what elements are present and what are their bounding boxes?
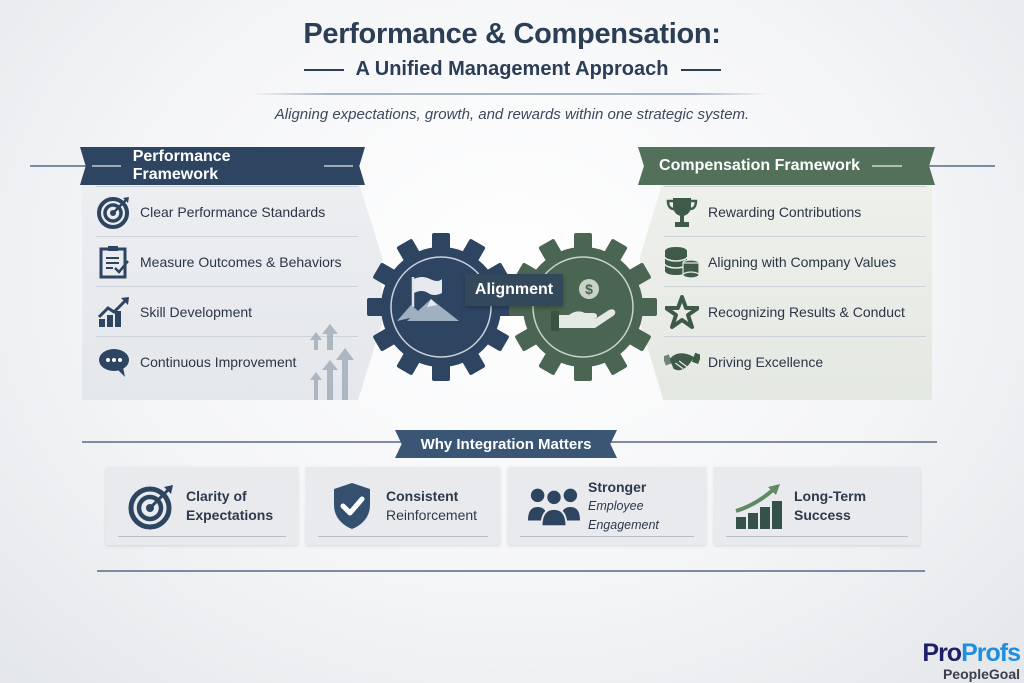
list-item: Recognizing Results & Conduct [664,286,926,336]
compensation-gear: $ [509,233,657,381]
item-label: Continuous Improvement [140,353,297,370]
divider [905,165,995,167]
item-label: Rewarding Contributions [708,203,862,220]
card-title: Clarity of [186,488,247,504]
divider [30,165,130,167]
logo-product: PeopleGoal [942,666,1020,682]
speech-bubble-icon [96,344,132,380]
item-label: Driving Excellence [708,353,824,370]
people-group-icon [528,480,580,532]
rising-arrows-decoration [310,324,354,400]
item-label: Aligning with Company Values [708,253,897,270]
item-label: Clear Performance Standards [140,203,326,220]
target-icon [126,480,178,532]
alignment-badge: Alignment [465,274,563,306]
logo-brand-part2: Profs [961,639,1021,667]
svg-text:$: $ [585,281,593,297]
coins-icon [664,244,700,280]
card-subtitle: Employee Engagement [588,498,659,532]
performance-framework-panel: Clear Performance Standards Measure Outc… [82,180,382,400]
logo-brand-part1: Pro [922,639,962,667]
flag-mountain-icon [397,277,459,321]
card-subtitle: Success [794,507,851,523]
tagline: Aligning expectations, growth, and rewar… [274,106,750,123]
divider [92,165,121,167]
divider [97,570,925,572]
growth-bars-icon [734,480,786,532]
subtitle-row: A Unified Management Approach [0,58,1024,81]
compensation-framework-header: Compensation Framework [638,147,935,185]
card-title: Consistent [386,488,459,504]
shield-check-icon [326,480,378,532]
divider [324,165,354,167]
list-item: Clear Performance Standards [96,186,358,236]
benefit-card: Clarity of Expectations [106,467,298,545]
card-title: Stronger [588,478,647,495]
card-subtitle: Reinforcement [386,507,478,523]
section-title: Compensation Framework [659,157,860,174]
benefit-card: Consistent Reinforcement [306,467,500,545]
benefit-card: Stronger Employee Engagement [508,467,706,545]
benefit-card: Long-Term Success [714,467,920,545]
trophy-icon [664,194,700,230]
divider [871,165,902,167]
performance-framework-header: Performance Framework [80,147,365,185]
performance-gear [367,233,515,381]
benefit-cards: Clarity of Expectations Consistent Reinf… [106,467,920,545]
list-item: Continuous Improvement [96,336,358,386]
item-label: Skill Development [140,303,253,320]
list-item: Driving Excellence [664,336,926,386]
divider [250,93,770,95]
page-subtitle: A Unified Management Approach [355,58,669,80]
target-icon [96,194,132,230]
card-subtitle: Expectations [186,507,274,523]
why-integration-header: Why Integration Matters [395,430,617,458]
clipboard-checklist-icon [96,244,132,280]
growth-chart-icon [96,294,132,330]
star-icon [664,294,700,330]
section-title: Performance Framework [132,148,231,183]
handshake-icon [664,344,700,380]
list-item: Measure Outcomes & Behaviors [96,236,358,286]
hand-dollar-icon: $ [551,279,616,331]
divider [303,68,344,71]
list-item: Skill Development [96,286,358,336]
card-title: Long-Term [794,488,867,504]
compensation-framework-panel: Rewarding Contributions Aligning with Co… [640,180,932,400]
item-label: Recognizing Results & Conduct [708,303,905,320]
proprofs-logo: ProProfs PeopleGoal [922,639,1021,682]
item-label: Measure Outcomes & Behaviors [140,253,342,270]
list-item: Rewarding Contributions [664,186,926,236]
page-title: Performance & Compensation: [303,18,721,50]
divider [680,68,721,71]
list-item: Aligning with Company Values [664,236,926,286]
